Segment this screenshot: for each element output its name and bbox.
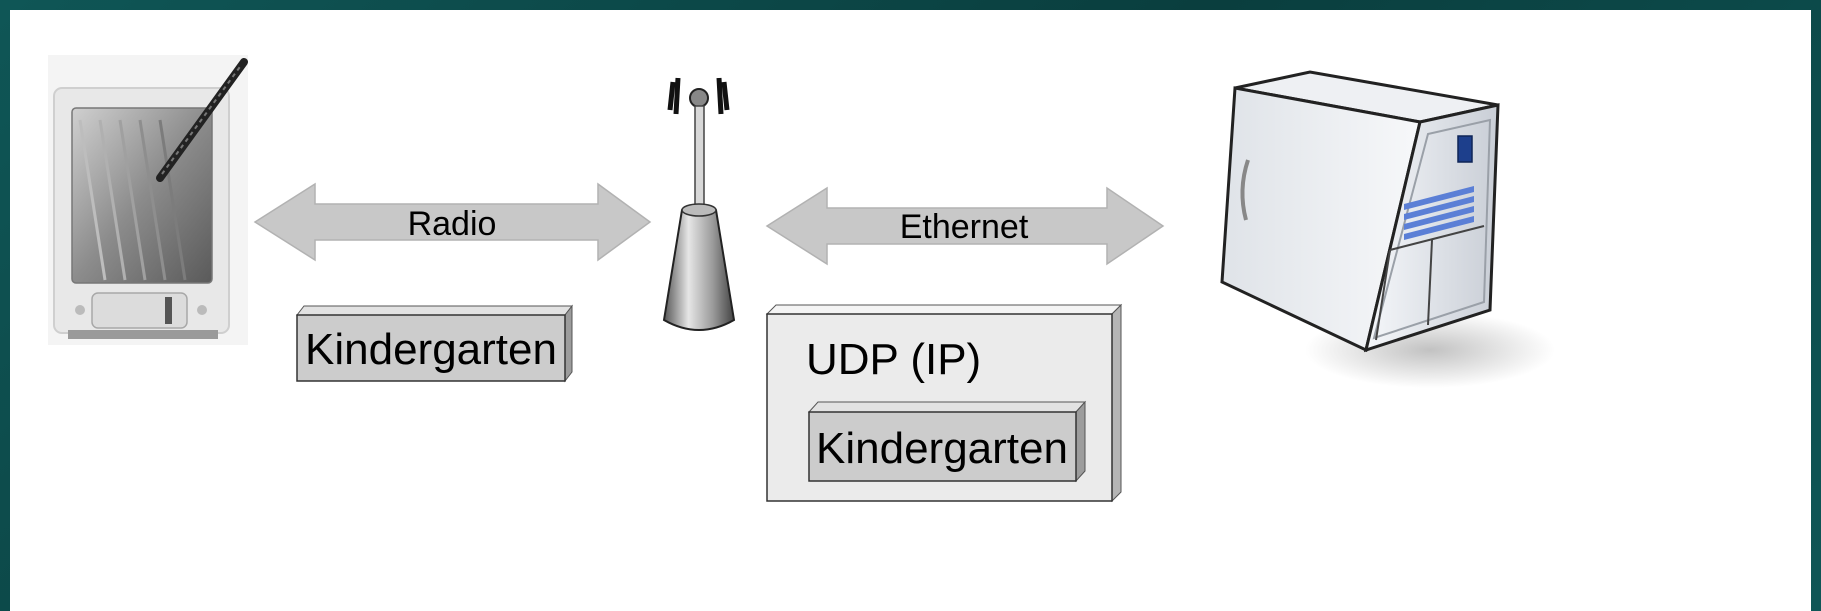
ethernet-label: Ethernet: [900, 208, 1029, 246]
right-payload-box: Kindergarten: [807, 400, 1087, 483]
right-payload-label: Kindergarten: [816, 424, 1068, 473]
pda-device-icon: [48, 55, 248, 345]
server-tower-icon: [1220, 70, 1555, 388]
radio-label: Radio: [408, 205, 497, 243]
left-payload-label: Kindergarten: [305, 325, 557, 374]
antenna-base-station-icon: [662, 77, 736, 331]
left-payload-box: Kindergarten: [295, 304, 574, 383]
network-diagram: Radio Kindergarten Ethernet: [48, 55, 1555, 503]
ethernet-link-arrow: Ethernet: [765, 186, 1165, 266]
radio-link-arrow: Radio: [253, 182, 652, 262]
diagram-canvas: Radio Kindergarten Ethernet: [10, 10, 1811, 611]
udp-ip-label: UDP (IP): [806, 335, 981, 384]
